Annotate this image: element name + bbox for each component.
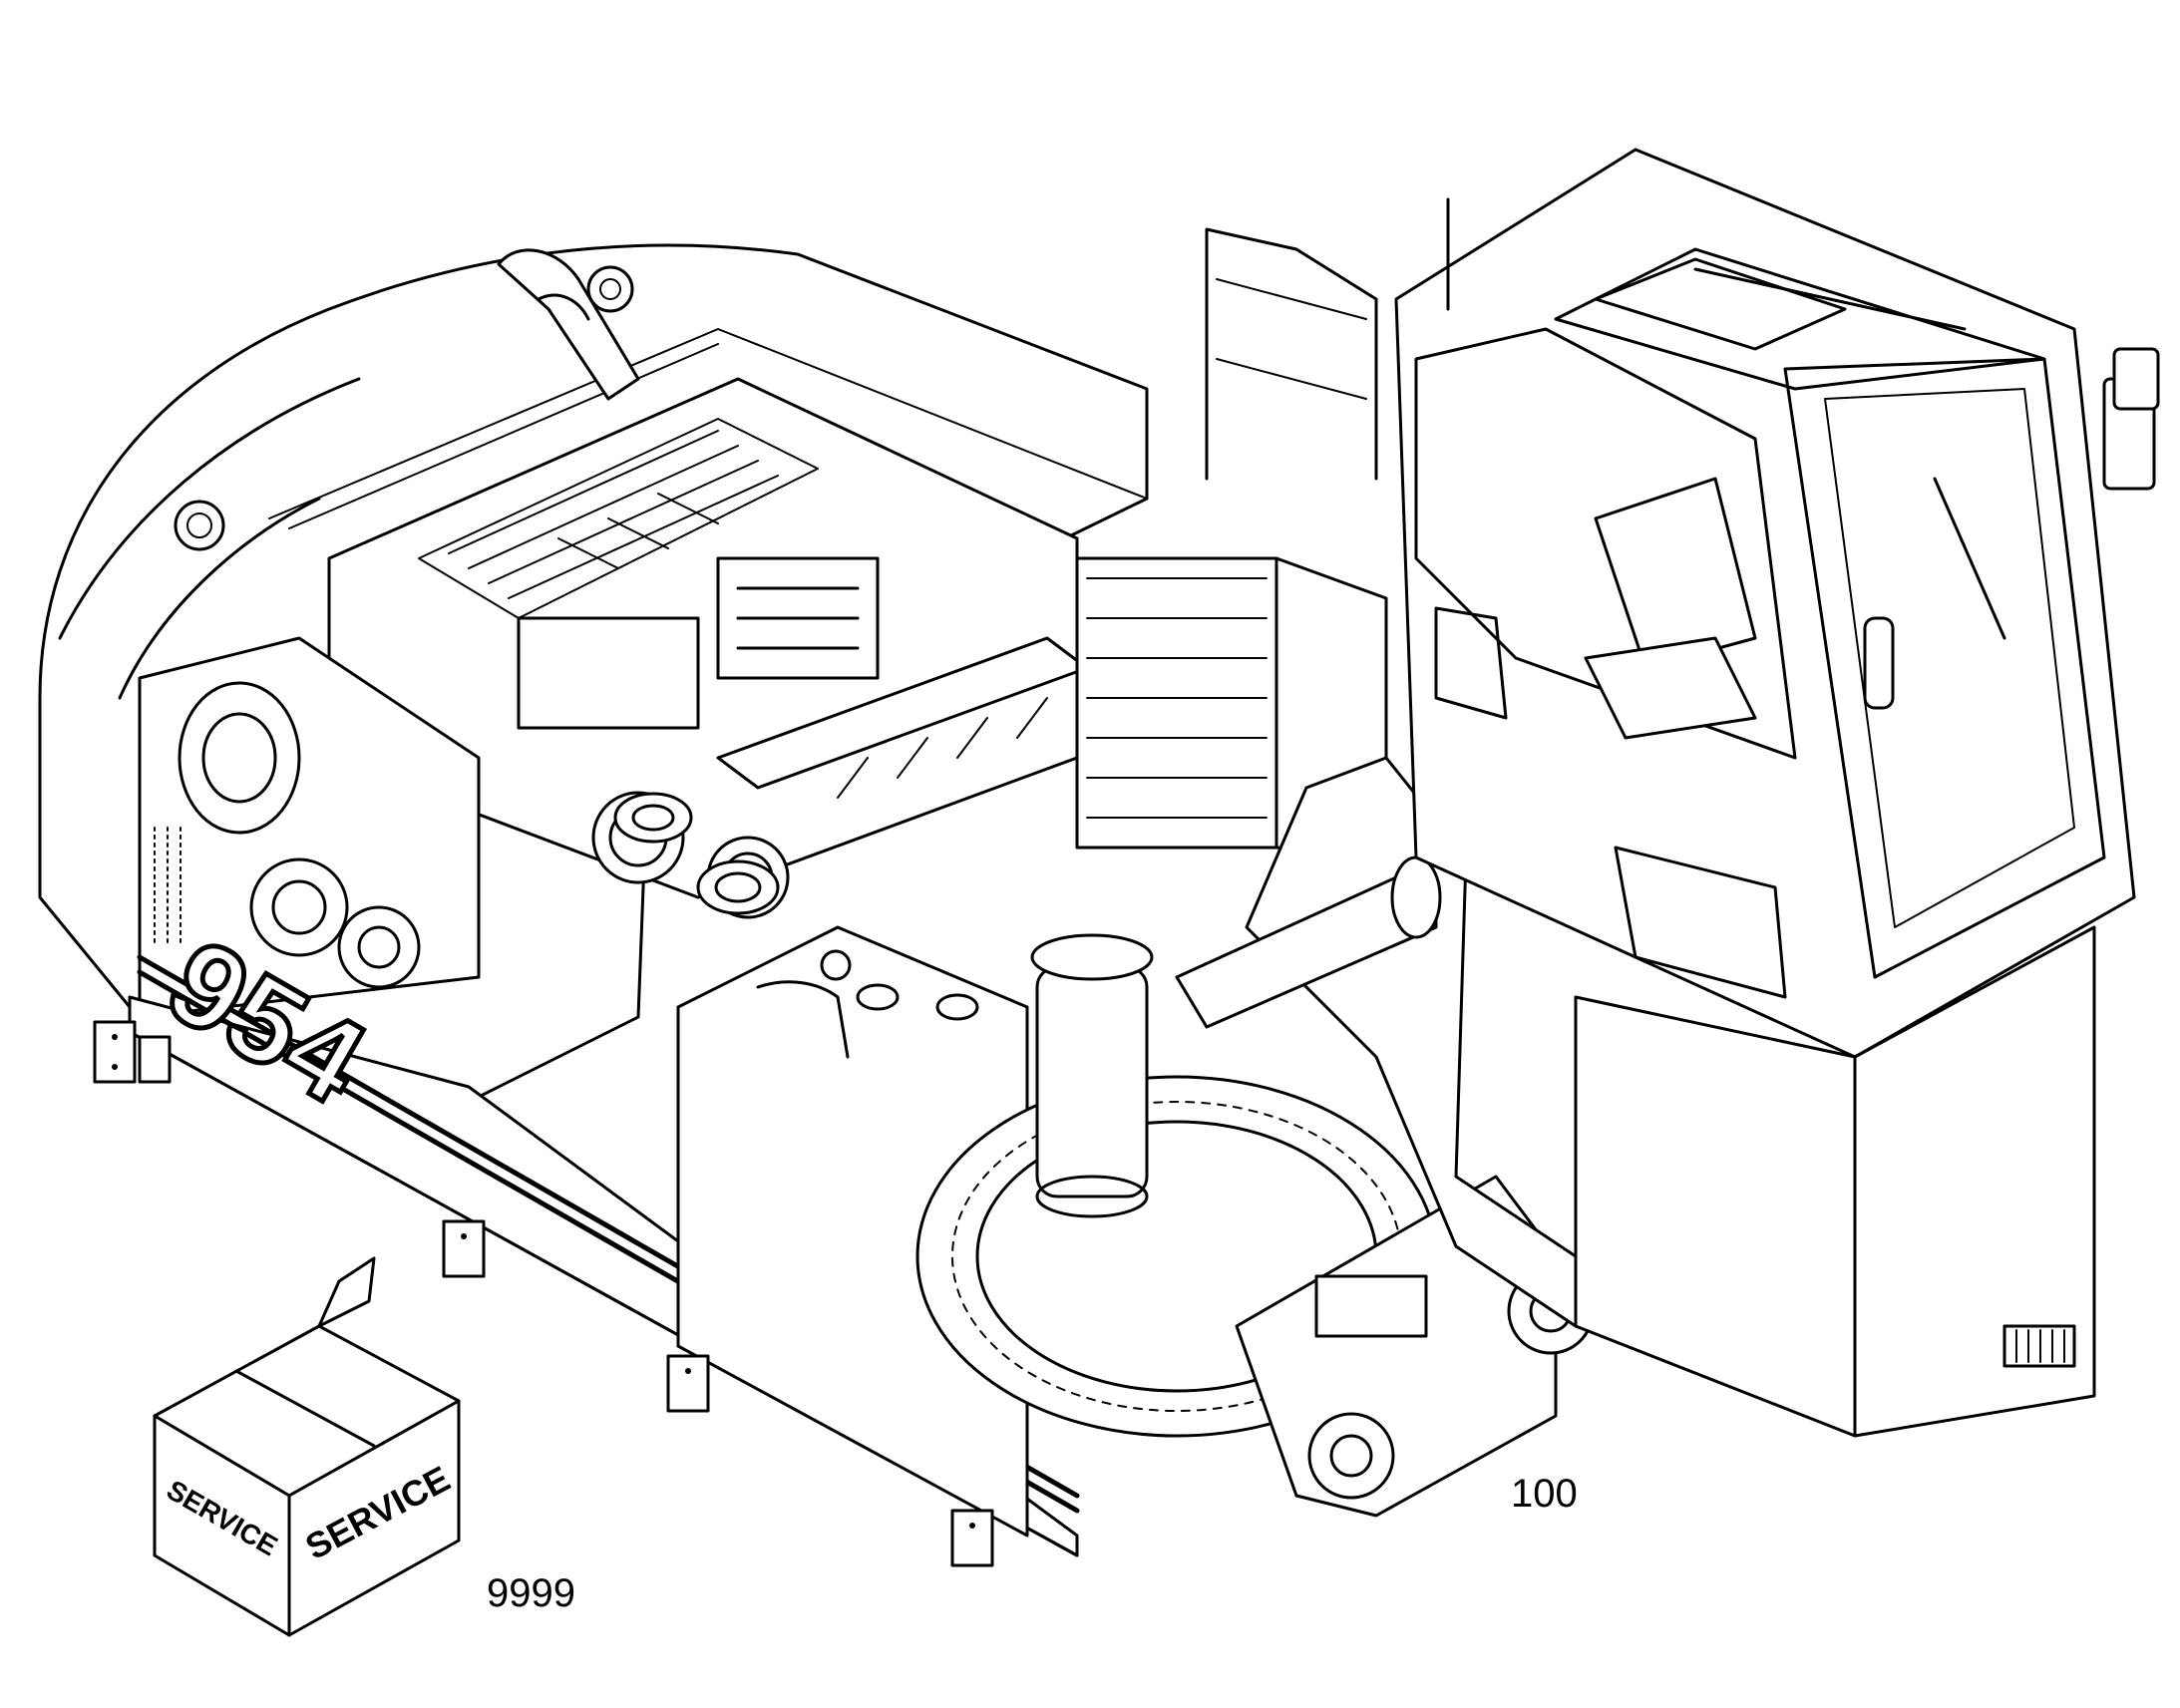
- mounting-brackets: [93, 1020, 994, 1567]
- operator-cab: [1205, 148, 2160, 1438]
- hydraulic-tank: [613, 792, 1029, 1537]
- side-vent: [154, 827, 182, 948]
- service-kit-box[interactable]: SERVICE SERVICE: [153, 1256, 461, 1637]
- engine-grille: [418, 418, 819, 619]
- pump-and-pulley: [138, 636, 481, 1019]
- callout-main-assembly[interactable]: 100: [1511, 1472, 1578, 1516]
- boom-mount: [1175, 756, 1578, 1328]
- callout-service-kit[interactable]: 9999: [487, 1571, 575, 1615]
